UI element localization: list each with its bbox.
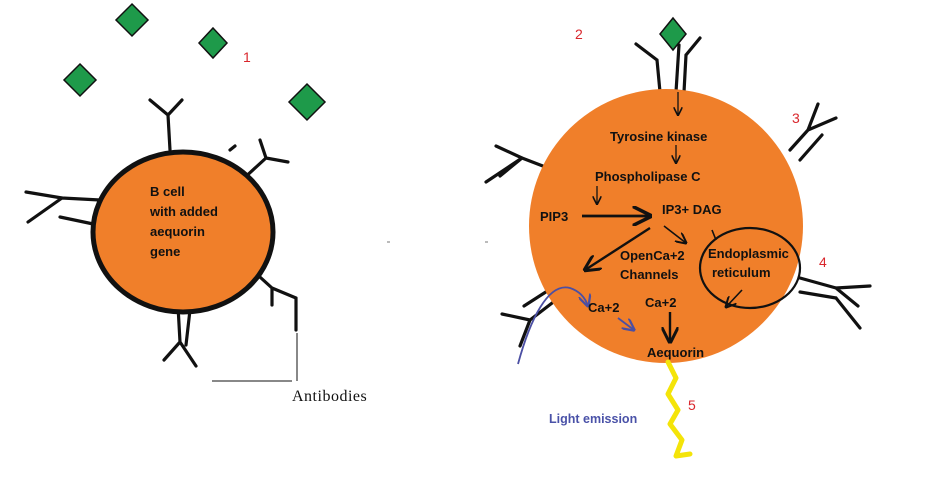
arrow-ip3-to-channels [585, 226, 651, 270]
step-number-2: 2 [575, 26, 583, 42]
antibody-icon [24, 190, 102, 224]
green-diamond-icon [287, 82, 327, 122]
right-cell-body [529, 89, 803, 363]
left-b-cell: B cell with added aequorin gene [24, 98, 298, 368]
right-antibodies [484, 36, 872, 348]
stray-dots [387, 241, 488, 243]
endoplasmic-reticulum-oval [698, 226, 802, 310]
arrow-calcium-to-aequorin [617, 317, 634, 330]
antibodies-callout: Antibodies [212, 333, 367, 405]
green-diamond-icon [62, 62, 98, 98]
open-ca-channels-label-1: OpenCa+2 [620, 248, 685, 263]
antibody-icon [484, 144, 550, 184]
step-number-4: 4 [819, 254, 827, 270]
green-diamond-icon [114, 2, 150, 38]
antibody-icon [500, 286, 558, 348]
step-number-3: 3 [792, 110, 800, 126]
light-emission-label: Light emission [549, 412, 637, 426]
left-cell-label-line: with added [149, 204, 218, 219]
open-ca-channels-label-2: Channels [620, 267, 679, 282]
zigzag-light-icon [665, 359, 693, 459]
antibody-icon [240, 138, 290, 182]
antibody-fragment [228, 144, 237, 152]
antibody-icon [634, 36, 702, 94]
ip3-dag-label: IP3+ DAG [662, 202, 722, 217]
left-cell-body [90, 149, 276, 315]
tyrosine-kinase-label: Tyrosine kinase [610, 129, 707, 144]
antibodies-label: Antibodies [292, 388, 367, 405]
phospholipase-c-label: Phospholipase C [595, 169, 701, 184]
left-antigens [62, 2, 327, 122]
er-label-1: Endoplasmic [708, 246, 789, 261]
er-label-2: reticulum [712, 265, 771, 280]
antibody-icon [162, 304, 198, 368]
ca-left-label: Ca+2 [588, 300, 619, 315]
left-cell-label: B cell with added aequorin gene [149, 184, 222, 259]
left-cell-label-line: aequorin [150, 224, 205, 239]
green-diamond-icon [659, 16, 687, 52]
left-cell-label-line: gene [150, 244, 180, 259]
calcium-influx [517, 286, 634, 365]
pip3-label: PIP3 [540, 209, 568, 224]
step-number-5: 5 [688, 397, 696, 413]
ca-right-label: Ca+2 [645, 295, 676, 310]
left-cell-label-line: B cell [150, 184, 185, 199]
green-diamond-icon [197, 26, 229, 60]
antibody-icon [788, 102, 838, 162]
right-b-cell: Tyrosine kinase Phospholipase C PIP3 IP3… [484, 16, 872, 365]
antibody-icon [248, 266, 298, 332]
antibody-icon [148, 98, 184, 152]
arrow-ip3-to-opening [663, 225, 686, 243]
antibody-icon [798, 276, 872, 330]
step-number-1: 1 [243, 49, 251, 65]
aequorin-label: Aequorin [647, 345, 704, 360]
arrow-calcium-entry [517, 286, 588, 365]
